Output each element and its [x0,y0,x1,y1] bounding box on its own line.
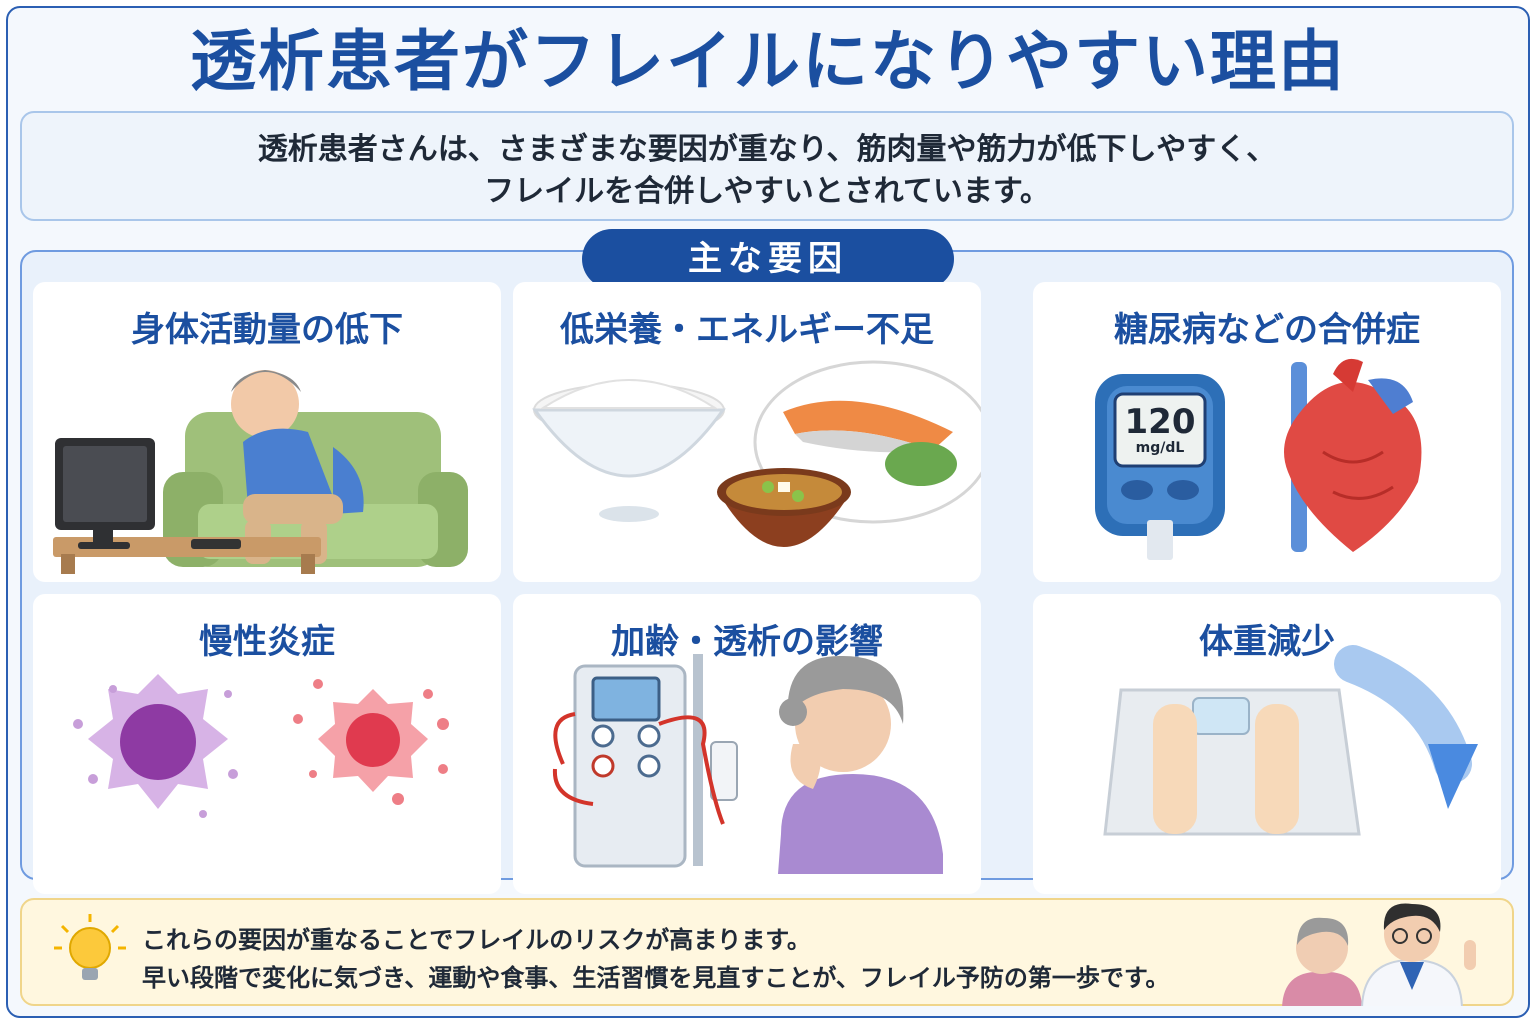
intro-line-1: 透析患者さんは、さまざまな要因が重なり、筋肉量や筋力が低下しやすく、 [257,132,1277,167]
footer-line-1: これらの要因が重なることでフレイルのリスクが高まります。 [142,926,811,954]
factor-title-complications: 糖尿病などの合併症 [1114,310,1420,350]
factors-badge: 主な要因 [582,229,954,289]
factor-card-nutrition: 低栄養・エネルギー不足 [513,282,981,582]
intro-box: 透析患者さんは、さまざまな要因が重なり、筋肉量や筋力が低下しやすく、 フレイルを… [20,111,1514,221]
doctor-and-patient-icon [1282,903,1476,1006]
rice-fish-miso-meal-icon [532,360,981,547]
factor-card-complications: 糖尿病などの合併症 120 mg/dL [1033,282,1501,582]
feet-on-scale-down-arrow-icon [1103,645,1478,836]
footer-line-2: 早い段階で変化に気づき、運動や食事、生活習慣を見直すことが、フレイル予防の第一歩… [142,964,1170,992]
factor-title-nutrition: 低栄養・エネルギー不足 [560,310,934,350]
glucose-meter-heart-icon [1095,358,1422,560]
glucose-unit: mg/dL [1135,440,1185,456]
factor-title-weight-loss: 体重減少 [1199,622,1335,662]
lightbulb-icon [54,914,126,980]
inflammatory-cells-icon [73,674,449,818]
glucose-reading: 120 [1124,402,1196,442]
factor-title-activity: 身体活動量の低下 [131,310,403,350]
sitting-elderly-man-tv-icon [53,370,468,574]
factor-card-aging: 加齢・透析の影響 [513,594,981,894]
factor-title-aging: 加齢・透析の影響 [611,622,883,662]
factor-title-inflammation: 慢性炎症 [199,622,335,662]
intro-line-2: フレイルを合併しやすいとされています。 [484,174,1050,209]
footer-note: これらの要因が重なることでフレイルのリスクが高まります。 早い段階で変化に気づき… [20,898,1514,1006]
dialysis-machine-elderly-woman-icon [552,654,943,874]
factor-card-activity: 身体活動量の低下 [33,282,501,582]
factor-card-inflammation: 慢性炎症 [33,594,501,894]
page-title: 透析患者がフレイルになりやすい理由 [190,23,1346,100]
factor-card-weight-loss: 体重減少 [1033,594,1501,894]
